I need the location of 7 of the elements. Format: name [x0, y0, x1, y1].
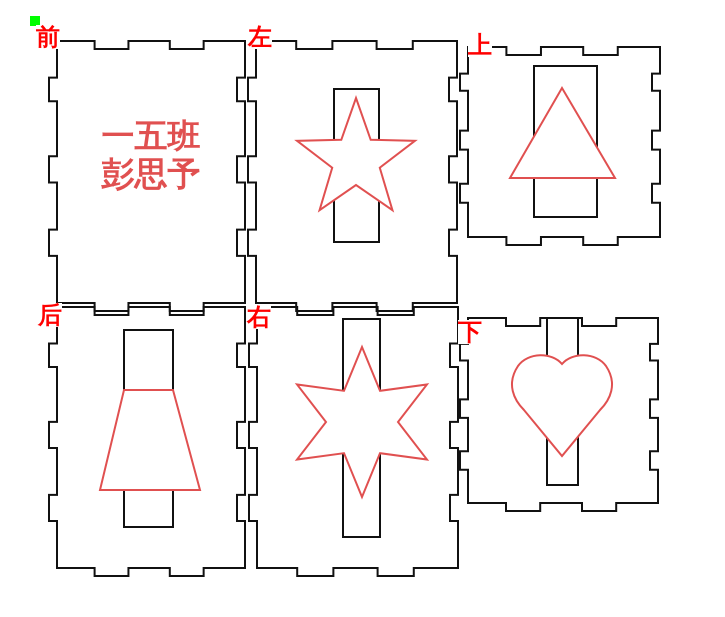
panel-label: 左: [248, 25, 272, 49]
engraved-text: 一五班彭思予: [100, 117, 202, 193]
panel-label: 下: [458, 320, 482, 344]
panel-label: 前: [36, 25, 60, 49]
panel-label: 右: [247, 305, 271, 329]
panel-label: 后: [38, 303, 62, 327]
panel-label: 上: [468, 33, 492, 57]
